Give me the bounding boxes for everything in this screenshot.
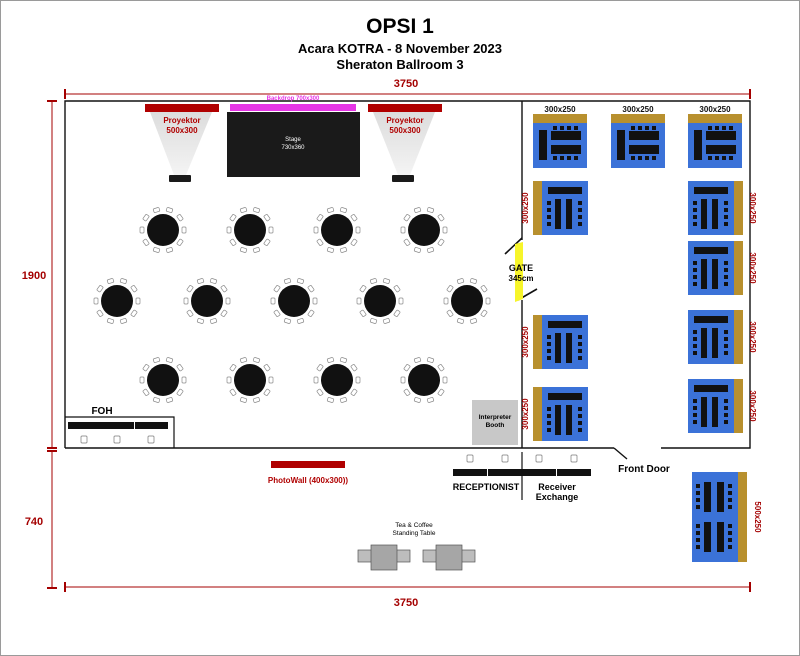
projector-left-size: 500x300 xyxy=(166,126,198,135)
stage-label: Stage xyxy=(285,137,301,143)
round-table xyxy=(400,357,448,403)
photowall-label: PhotoWall (400x300)) xyxy=(268,476,349,485)
round-table xyxy=(139,357,187,403)
round-table xyxy=(443,278,491,324)
projector-right-label: Proyektor xyxy=(386,116,423,125)
booth-size-label: 300x250 xyxy=(544,105,576,114)
front-door-label: Front Door xyxy=(618,464,670,475)
booth: 300x250 xyxy=(688,379,757,433)
booth-size-label: 300x250 xyxy=(748,390,757,422)
booth-size-label: 300x250 xyxy=(521,398,530,430)
round-table xyxy=(183,278,231,324)
receiver-line1: Receiver xyxy=(538,482,576,492)
interpreter-line1: Interpreter xyxy=(479,414,512,421)
booth-size-label: 300x250 xyxy=(521,326,530,358)
booth: 300x250 xyxy=(688,105,742,168)
booth: 300x250 xyxy=(521,315,588,369)
interpreter-line2: Booth xyxy=(486,422,505,429)
booth: 500x250 xyxy=(692,472,762,562)
projector-screen-left xyxy=(145,104,219,112)
booth-size-label: 300x250 xyxy=(622,105,654,114)
booth: 300x250 xyxy=(521,181,588,235)
dimension-bottom: 3750 xyxy=(64,582,751,609)
booth: 300x250 xyxy=(688,310,757,364)
dimension-top-label: 3750 xyxy=(394,78,418,90)
standing-table xyxy=(422,544,476,571)
photowall: PhotoWall (400x300)) xyxy=(268,461,349,485)
projector-screen-right xyxy=(368,104,442,112)
round-table xyxy=(139,207,187,253)
dimension-left-lower: 740 xyxy=(25,450,57,589)
walls xyxy=(64,100,751,460)
round-table xyxy=(400,207,448,253)
receptionist-desks xyxy=(453,454,591,476)
tea-coffee-area: Tea & Coffee Standing Table xyxy=(357,522,476,571)
booth-size-label: 300x250 xyxy=(748,252,757,284)
gate-size: 345cm xyxy=(509,274,534,283)
reception-desk xyxy=(453,454,487,476)
projector-left xyxy=(169,175,191,182)
dimension-left-main: 1900 xyxy=(22,100,57,449)
booth-size-label: 300x250 xyxy=(748,321,757,353)
booth: 300x250 xyxy=(611,105,665,168)
dimension-lower-height-label: 740 xyxy=(25,516,43,528)
standing-table xyxy=(357,544,411,571)
round-table xyxy=(93,278,141,324)
booth-size-label: 300x250 xyxy=(748,192,757,224)
projector-beam-right xyxy=(373,112,435,175)
dimension-main-height-label: 1900 xyxy=(22,270,46,282)
projector-beam-left xyxy=(150,112,212,175)
projector-left-label: Proyektor xyxy=(163,116,200,125)
round-table xyxy=(270,278,318,324)
round-table xyxy=(313,207,361,253)
backdrop-label: Backdrop 700x300 xyxy=(267,96,320,102)
booth-size-label: 500x250 xyxy=(753,501,762,533)
receptionist-label: RECEPTIONIST xyxy=(453,482,520,492)
reception-desk xyxy=(522,454,556,476)
venue-subtitle: Sheraton Ballroom 3 xyxy=(336,57,464,72)
stage-area: Backdrop 700x300 Stage 730x360 Proyektor… xyxy=(145,96,442,182)
foh-desk xyxy=(135,422,168,444)
exhibition-booths: 300x250 300x250 300x250 300x250 300x250 300x2… xyxy=(521,105,762,562)
reception-desk xyxy=(488,454,522,476)
stage xyxy=(227,112,360,177)
gate-label: GATE xyxy=(509,263,533,273)
foh-desk xyxy=(68,422,101,444)
booth: 300x250 xyxy=(533,105,587,168)
booth: 300x250 xyxy=(521,387,588,441)
booth-size-label: 300x250 xyxy=(521,192,530,224)
dimension-top: 3750 xyxy=(64,78,751,99)
round-table xyxy=(226,357,274,403)
foh-label: FOH xyxy=(91,406,112,417)
interpreter-booth: Interpreter Booth xyxy=(472,400,518,445)
foh-area: FOH xyxy=(65,406,175,448)
backdrop xyxy=(230,104,356,111)
booth-size-label: 300x250 xyxy=(699,105,731,114)
plan-title: OPSI 1 xyxy=(366,15,434,38)
foh-desk xyxy=(101,422,134,444)
projector-right xyxy=(392,175,414,182)
tea-line1: Tea & Coffee xyxy=(395,522,433,529)
round-tables xyxy=(93,207,491,403)
receiver-line2: Exchange xyxy=(536,492,579,502)
booth: 300x250 xyxy=(688,241,757,295)
round-table xyxy=(226,207,274,253)
gate: GATE 345cm xyxy=(509,242,534,302)
dimension-bottom-label: 3750 xyxy=(394,597,418,609)
booth: 300x250 xyxy=(688,181,757,235)
tea-line2: Standing Table xyxy=(393,530,436,537)
round-table xyxy=(313,357,361,403)
projector-right-size: 500x300 xyxy=(389,126,421,135)
reception-desk xyxy=(557,454,591,476)
event-subtitle: Acara KOTRA - 8 November 2023 xyxy=(298,41,502,56)
round-table xyxy=(356,278,404,324)
stage-size: 730x360 xyxy=(281,145,305,151)
